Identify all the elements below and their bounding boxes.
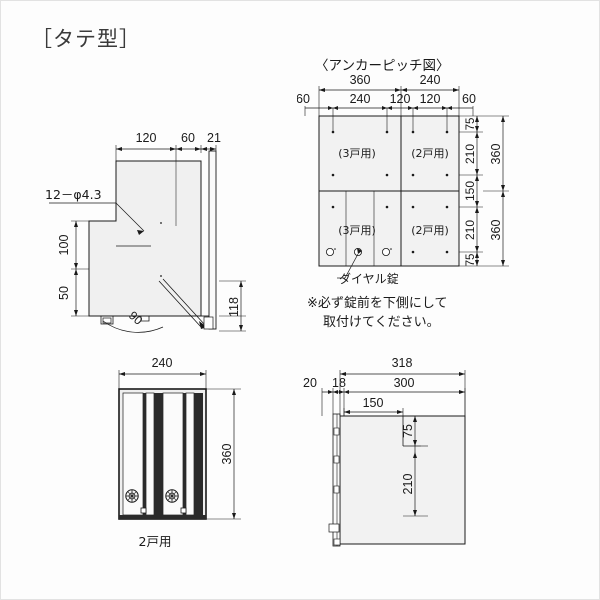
anchor-top-outer-240: 240	[420, 73, 441, 87]
anchor-top-inner-240: 240	[350, 92, 371, 106]
anchor-right-inner-75a: 75	[465, 118, 477, 131]
hole-spec-label: 12－φ4.3	[45, 187, 102, 202]
anchor-right-inner-150: 150	[463, 181, 477, 201]
side-top-dim-60: 60	[181, 131, 195, 145]
page-title: ［タテ型］	[31, 27, 141, 51]
side-left-dim-100: 100	[57, 235, 71, 256]
anchor-cell-label-2ko-lower: (2戸用)	[411, 224, 449, 237]
side-top-dim-21: 21	[207, 131, 221, 145]
anchor-right-inner-75b: 75	[465, 254, 477, 267]
anchor-top-outer-360: 360	[350, 73, 371, 87]
mounting-note-line1: ※必ず錠前を下側にして	[307, 295, 448, 311]
mounting-note-line2: 取付けてください。	[323, 315, 440, 330]
anchor-top-inner-60a: 60	[297, 92, 310, 106]
anchor-right-outer-360b: 360	[489, 220, 503, 241]
anchor-right-inner-210b: 210	[463, 220, 477, 240]
anchor-top-inner-60b: 60	[462, 92, 476, 106]
plan-view-drawing: 318 20 18 300 150 75 210	[296, 356, 526, 566]
anchor-right-outer-360a: 360	[489, 144, 503, 165]
front-view-drawing: 240 360 2戸用	[101, 356, 281, 566]
front-width-dim-240: 240	[152, 356, 173, 370]
plan-dim-210: 210	[401, 474, 415, 495]
side-right-dim-118: 118	[227, 297, 241, 317]
anchor-cell-label-3ko-lower: (3戸用)	[338, 224, 376, 237]
front-view-caption: 2戸用	[139, 534, 172, 549]
side-top-dim-120: 120	[136, 131, 157, 145]
anchor-top-inner-120b: 120	[420, 92, 441, 106]
plan-dim-75: 75	[401, 424, 415, 438]
plan-dim-300: 300	[394, 376, 415, 390]
front-height-dim-360: 360	[220, 444, 234, 465]
dial-lock-label: ダイヤル錠	[339, 271, 399, 286]
plan-dim-18: 18	[332, 376, 346, 390]
plan-dim-20: 20	[303, 376, 317, 390]
anchor-cell-label-2ko-upper: (2戸用)	[411, 147, 449, 160]
plan-dim-150: 150	[363, 396, 384, 410]
plan-top-dim-318: 318	[392, 356, 413, 370]
anchor-right-inner-210a: 210	[463, 144, 477, 164]
side-left-dim-50: 50	[57, 286, 71, 300]
anchor-pitch-diagram: 〈アンカーピッチ図〉 360 240 60 240 120 120 60 75 …	[297, 56, 547, 346]
anchor-cell-label-3ko-upper: (3戸用)	[338, 147, 376, 160]
anchor-diagram-title: 〈アンカーピッチ図〉	[315, 58, 449, 74]
anchor-top-inner-120a: 120	[390, 92, 411, 106]
side-view-drawing: 120 60 21 100 50 12－φ4.3 90 118	[41, 131, 281, 351]
